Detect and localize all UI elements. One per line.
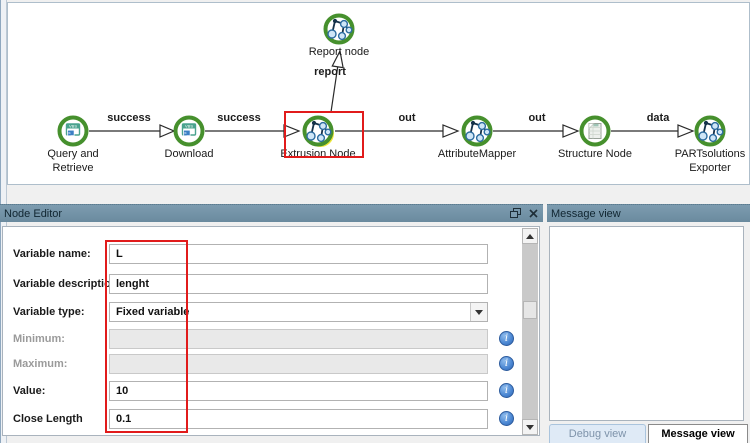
node-label: Query and Retrieve	[47, 148, 99, 174]
field-label: Variable type:	[13, 306, 85, 318]
node-label: AttributeMapper	[437, 148, 517, 160]
chevron-down-icon[interactable]	[470, 303, 487, 321]
variable-type-dropdown[interactable]: Fixed variable	[109, 302, 488, 322]
variable-description-input[interactable]	[109, 274, 488, 294]
field-label: Minimum:	[13, 333, 65, 345]
field-label: Value:	[13, 385, 46, 397]
node-editor-scrollbar[interactable]	[522, 228, 538, 435]
tab-debug-view[interactable]: Debug view	[549, 424, 646, 443]
form-row-variable-type: Variable type: Fixed variable	[3, 302, 539, 322]
minimum-input	[109, 329, 488, 349]
highlight-box-extrusion-node	[284, 111, 364, 158]
info-icon[interactable]: i	[499, 383, 514, 398]
svg-text:VBS: VBS	[185, 124, 193, 129]
node-query-and-retrieve[interactable]: VBS >_ Query and Retrieve	[38, 115, 108, 176]
edge-label-report: report	[314, 66, 346, 78]
edge-label-data: data	[646, 112, 670, 124]
svg-text:VBS: VBS	[69, 124, 77, 129]
info-icon[interactable]: i	[499, 356, 514, 371]
field-label: Close Length	[13, 413, 83, 425]
edge-label-success-2: success	[217, 112, 261, 124]
node-label: Download	[164, 148, 214, 160]
node-download[interactable]: VBS >_ Download	[139, 115, 239, 162]
form-row-value: Value: i	[3, 381, 539, 401]
scroll-down-icon[interactable]	[522, 419, 538, 435]
edge-label-out-1: out	[398, 112, 416, 124]
arrowhead-icon	[562, 124, 580, 138]
molecule-icon	[461, 115, 493, 147]
node-label: PARTsolutions Exporter	[674, 148, 746, 174]
arrowhead-icon	[442, 124, 460, 138]
node-report[interactable]: Report node	[289, 13, 389, 60]
close-length-input[interactable]	[109, 409, 488, 429]
node-label: Structure Node	[558, 148, 632, 160]
vbs-script-icon: VBS >_	[57, 115, 89, 147]
node-extrusion[interactable]: Extrusion Node	[268, 115, 368, 162]
highlight-box-variable-fields	[105, 240, 188, 433]
node-editor-titlebar: Node Editor	[0, 204, 543, 222]
svg-text:>_: >_	[68, 132, 74, 137]
edge-label-success-1: success	[107, 112, 151, 124]
variable-name-input[interactable]	[109, 244, 488, 264]
node-label: Report node	[308, 46, 370, 58]
document-icon	[579, 115, 611, 147]
tab-message-view[interactable]: Message view	[648, 424, 748, 443]
arrowhead-up-icon	[331, 49, 344, 69]
float-panel-icon[interactable]	[509, 208, 521, 220]
message-view-title: Message view	[551, 207, 621, 220]
molecule-icon	[323, 13, 355, 45]
value-input[interactable]	[109, 381, 488, 401]
form-row-maximum: Maximum: i	[3, 354, 539, 374]
field-label: Maximum:	[13, 358, 68, 370]
info-icon[interactable]: i	[499, 331, 514, 346]
field-label: Variable description:	[13, 278, 122, 290]
node-partsolutions-exporter[interactable]: PARTsolutions Exporter	[660, 115, 749, 176]
message-view-content	[549, 226, 744, 421]
form-row-minimum: Minimum: i	[3, 329, 539, 349]
molecule-icon	[694, 115, 726, 147]
maximum-input	[109, 354, 488, 374]
vbs-script-icon: VBS >_	[173, 115, 205, 147]
field-label: Variable name:	[13, 248, 91, 260]
edge-label-out-2: out	[528, 112, 546, 124]
scroll-up-icon[interactable]	[522, 228, 538, 244]
scrollbar-thumb[interactable]	[523, 301, 537, 319]
svg-text:>_: >_	[184, 132, 190, 137]
dropdown-selected-value: Fixed variable	[116, 306, 190, 318]
arrowhead-icon	[159, 124, 176, 138]
node-attributemapper[interactable]: AttributeMapper	[427, 115, 527, 162]
form-row-variable-description: Variable description:	[3, 274, 539, 294]
node-editor-content: Variable name: Variable description: Var…	[2, 226, 540, 436]
form-row-close-length: Close Length i	[3, 409, 539, 429]
node-editor-title: Node Editor	[4, 207, 63, 220]
close-icon[interactable]	[527, 208, 539, 220]
workflow-canvas[interactable]: success success out out data report VBS …	[7, 2, 750, 185]
form-row-variable-name: Variable name:	[3, 244, 539, 264]
edge-line-report	[330, 66, 339, 113]
info-icon[interactable]: i	[499, 411, 514, 426]
arrowhead-icon	[677, 124, 695, 138]
node-structure[interactable]: Structure Node	[545, 115, 645, 162]
molecule-icon	[302, 115, 334, 147]
message-view-titlebar: Message view	[547, 204, 750, 222]
